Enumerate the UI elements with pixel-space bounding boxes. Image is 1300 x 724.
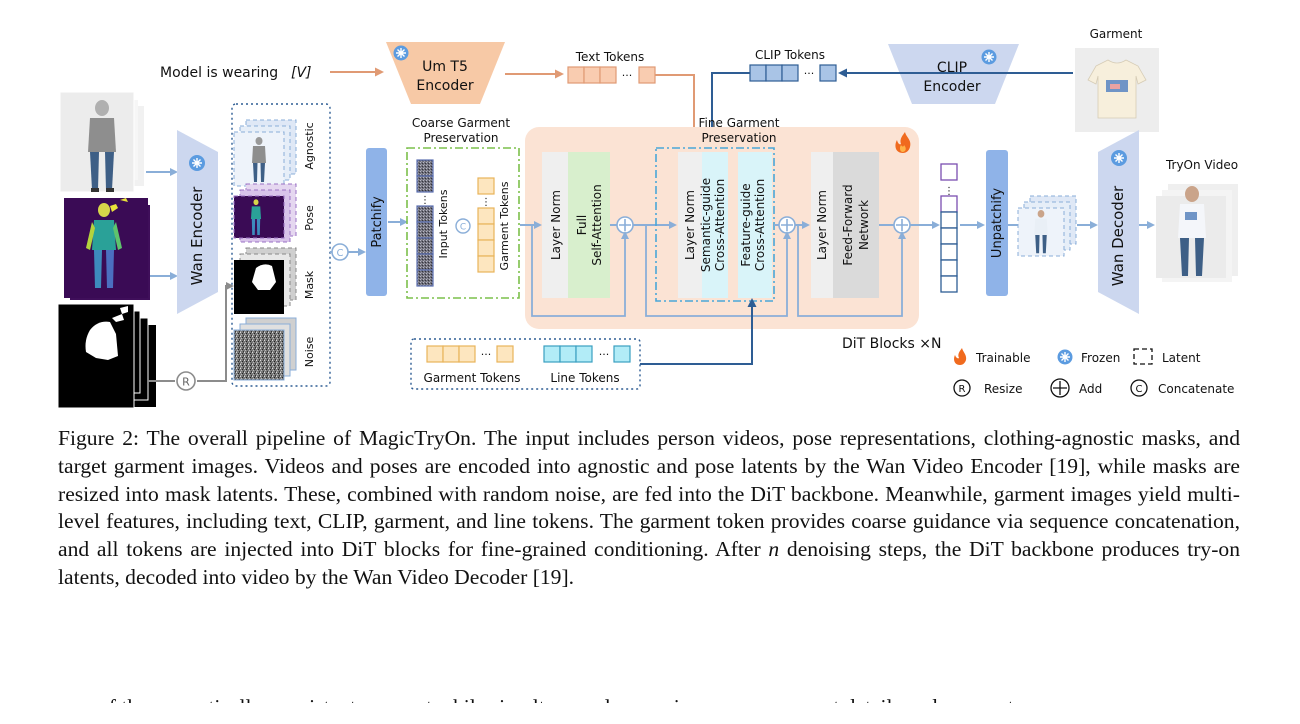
fine-title-line2: Preservation <box>701 131 776 145</box>
text-tokens: ··· <box>567 66 656 84</box>
unpatchify-block: Unpatchify <box>986 150 1008 296</box>
garment-token-column: ⋮ <box>477 177 495 273</box>
legend-resize: Resize <box>984 382 1022 396</box>
concat-symbol-1: C <box>337 248 344 259</box>
latent-legend-box <box>1133 348 1153 365</box>
patchify-block: Patchify <box>366 148 387 296</box>
prompt-text: Model is wearing <box>160 65 278 81</box>
snowflake-icon <box>981 49 997 65</box>
tryon-video-stack <box>1156 184 1238 282</box>
svg-text:···: ··· <box>804 67 815 80</box>
latent-label-mask: Mask <box>303 270 316 299</box>
latent-group: Agnostic Pose Mask Noise <box>231 103 331 387</box>
svg-text:⋮: ⋮ <box>420 195 430 206</box>
svg-text:···: ··· <box>622 69 633 82</box>
snowflake-icon <box>1111 150 1127 166</box>
legend: Trainable Frozen Latent R Resize Add C C… <box>953 348 1234 398</box>
coarse-garment-preservation: ⋮ Input Tokens C ⋮ Garment Tokens <box>406 147 520 299</box>
snowflake-icon <box>189 155 205 171</box>
snowflake-icon <box>393 45 409 61</box>
caption-label: Figure 2: <box>58 426 140 450</box>
caption-variable-n: n <box>768 537 780 562</box>
legend-trainable: Trainable <box>975 351 1030 365</box>
garment-tokens-vertical-label: Garment Tokens <box>498 181 511 270</box>
semantic-cross-line1: Semantic-guide <box>699 178 713 272</box>
layer-norm-2: Layer Norm <box>683 190 697 260</box>
concat-symbol-2: C <box>460 223 466 233</box>
coarse-title-line2: Preservation <box>423 131 498 145</box>
dit-blocks: Fine Garment Preservation Layer Norm Ful… <box>525 116 941 352</box>
line-tokens-label: Line Tokens <box>550 371 619 385</box>
input-tokens-label: Input Tokens <box>437 189 450 258</box>
patchify-label: Patchify <box>370 196 385 248</box>
body-text-cutoff: of the semantically-consistent garment w… <box>98 695 1014 719</box>
clip-encoder-line2: Encoder <box>923 79 980 95</box>
unpatchify-label: Unpatchify <box>990 188 1005 258</box>
bottom-token-box: ··· ··· Garment Tokens Line Tokens <box>410 338 641 390</box>
pose-figure <box>86 203 122 288</box>
snowflake-icon <box>1057 349 1073 365</box>
input-video-stack <box>59 91 144 193</box>
input-token-column: ⋮ <box>416 159 434 287</box>
coarse-title-line1: Coarse Garment <box>412 116 511 130</box>
ffn-line1: Feed-Forward <box>841 184 855 265</box>
latent-label-agnostic: Agnostic <box>303 122 316 169</box>
legend-resize-symbol: R <box>959 384 966 395</box>
resize-node <box>176 371 196 391</box>
tryon-video-label: TryOn Video <box>1165 158 1238 172</box>
wan-encoder: Wan Encoder <box>177 130 218 314</box>
wan-decoder: Wan Decoder <box>1098 130 1139 314</box>
ffn-line2: Network <box>857 200 871 250</box>
input-pose-stack <box>64 198 150 300</box>
layer-norm-3: Layer Norm <box>815 190 829 260</box>
self-attention-line2: Self-Attention <box>590 184 604 265</box>
fine-title-line1: Fine Garment <box>699 116 780 130</box>
text-tokens-label: Text Tokens <box>575 50 644 64</box>
svg-text:···: ··· <box>599 348 610 361</box>
output-latent-stack <box>1017 195 1077 257</box>
latent-label-pose: Pose <box>303 205 316 231</box>
clip-tokens-label: CLIP Tokens <box>755 48 825 62</box>
caption-text-part1: The overall pipeline of MagicTryOn. The … <box>58 426 1240 562</box>
flame-icon <box>895 132 911 153</box>
figure-caption: Figure 2: The overall pipeline of MagicT… <box>58 425 1240 592</box>
wan-encoder-label: Wan Encoder <box>188 186 206 285</box>
bottom-garment-tokens-label: Garment Tokens <box>424 371 521 385</box>
caption-text-part2: denoising steps, the DiT backbone produc… <box>58 537 1240 589</box>
layer-norm-1: Layer Norm <box>549 190 563 260</box>
svg-text:⋮: ⋮ <box>481 197 491 208</box>
self-attention-line1: Full <box>575 215 589 236</box>
dit-blocks-label: DiT Blocks ×N <box>842 336 941 352</box>
prompt-variable: [V] <box>291 65 312 81</box>
legend-add: Add <box>1079 382 1102 396</box>
pipeline-figure: R Wan Encoder <box>57 27 1238 409</box>
svg-text:···: ··· <box>481 348 492 361</box>
t5-encoder-line2: Encoder <box>416 78 473 94</box>
output-token-column: ⋮ <box>940 163 958 293</box>
clip-tokens: ··· <box>749 64 837 82</box>
person-figure <box>88 100 116 192</box>
legend-concatenate: Concatenate <box>1158 382 1234 396</box>
t5-encoder: Um T5 Encoder <box>386 42 505 104</box>
garment-image <box>1075 48 1159 132</box>
garment-label: Garment <box>1090 27 1143 41</box>
feature-cross-line1: Feature-guide <box>739 183 753 266</box>
legend-frozen: Frozen <box>1081 351 1120 365</box>
legend-latent: Latent <box>1162 351 1201 365</box>
svg-text:⋮: ⋮ <box>944 186 954 197</box>
resize-symbol: R <box>182 376 190 389</box>
semantic-cross-line2: Cross-Attention <box>713 179 727 271</box>
legend-concat-symbol: C <box>1136 384 1143 395</box>
flame-icon <box>954 348 967 365</box>
input-mask-stack <box>57 303 156 409</box>
feature-cross-line2: Cross-Attention <box>753 179 767 271</box>
t5-encoder-line1: Um T5 <box>422 59 468 75</box>
latent-label-noise: Noise <box>303 337 316 368</box>
wan-decoder-label: Wan Decoder <box>1109 185 1127 286</box>
